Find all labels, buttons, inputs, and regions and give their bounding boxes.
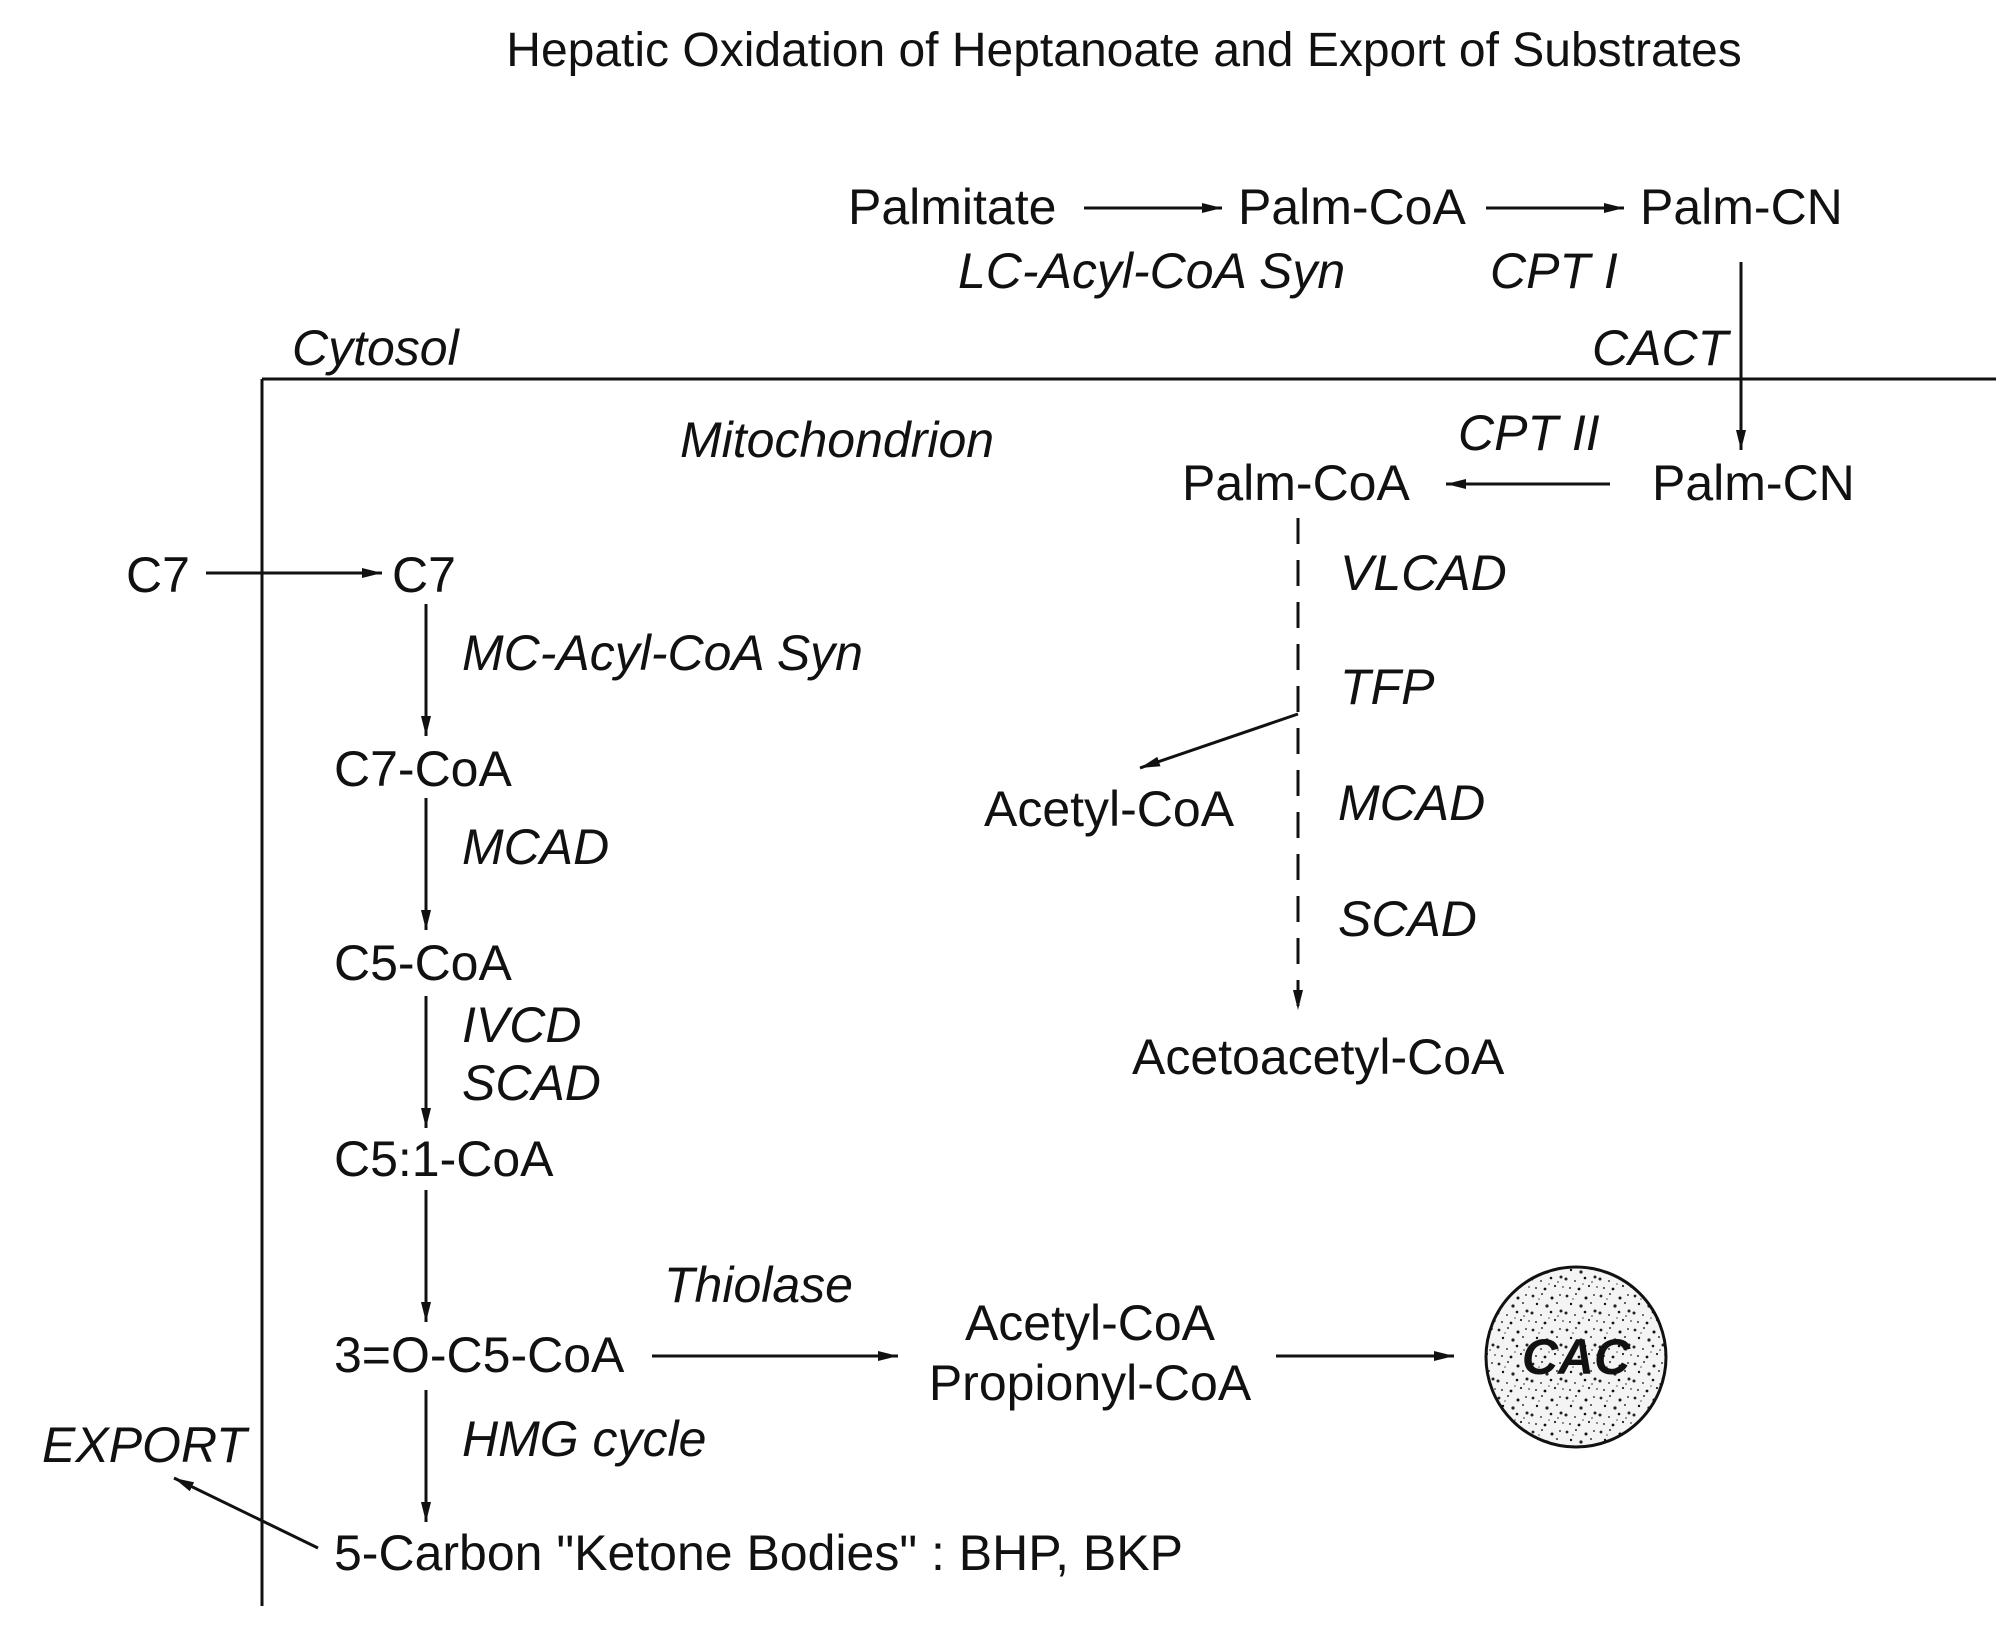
enzyme-tfp: TFP bbox=[1340, 659, 1435, 715]
node-acetyl-coa-beta: Acetyl-CoA bbox=[984, 781, 1235, 837]
enzyme-hmg-cycle: HMG cycle bbox=[462, 1411, 706, 1467]
node-palm-coa-inner: Palm-CoA bbox=[1182, 455, 1410, 511]
arrow-ketone-bodies-export bbox=[174, 1478, 318, 1548]
region-label-mitochondrion: Mitochondrion bbox=[680, 412, 994, 468]
node-palm-cn-inner: Palm-CN bbox=[1652, 455, 1855, 511]
enzyme-scad-c5: SCAD bbox=[462, 1055, 601, 1111]
enzyme-cact: CACT bbox=[1592, 320, 1732, 376]
label-export: EXPORT bbox=[42, 1417, 250, 1473]
node-c7-inside: C7 bbox=[392, 547, 456, 603]
node-acetoacetyl-coa: Acetoacetyl-CoA bbox=[1132, 1029, 1505, 1085]
node-palmitate: Palmitate bbox=[848, 179, 1056, 235]
enzyme-thiolase: Thiolase bbox=[664, 1257, 853, 1313]
enzyme-ivcd: IVCD bbox=[462, 997, 581, 1053]
node-palm-coa-outer: Palm-CoA bbox=[1238, 179, 1466, 235]
node-oxo-c5-coa: 3=O-C5-CoA bbox=[334, 1327, 625, 1383]
node-acetyl-coa-products: Acetyl-CoA bbox=[965, 1295, 1216, 1351]
enzyme-mc-acyl-coa-syn: MC-Acyl-CoA Syn bbox=[462, 625, 863, 681]
enzyme-vlcad: VLCAD bbox=[1340, 545, 1507, 601]
node-propionyl-coa-products: Propionyl-CoA bbox=[929, 1355, 1252, 1411]
node-c5-1-coa: C5:1-CoA bbox=[334, 1131, 554, 1187]
enzyme-mcad-beta: MCAD bbox=[1338, 775, 1485, 831]
node-c5-coa: C5-CoA bbox=[334, 935, 512, 991]
enzyme-cpt2: CPT II bbox=[1458, 405, 1600, 461]
arrow-tfp-to-acetyl-coa bbox=[1140, 714, 1298, 768]
enzyme-scad-beta: SCAD bbox=[1338, 891, 1477, 947]
enzyme-mcad-c7: MCAD bbox=[462, 819, 609, 875]
enzyme-cpt1: CPT I bbox=[1490, 243, 1618, 299]
node-c7-coa: C7-CoA bbox=[334, 741, 512, 797]
enzyme-lc-acyl-coa-syn: LC-Acyl-CoA Syn bbox=[958, 243, 1345, 299]
node-ketone-bodies: 5-Carbon "Ketone Bodies" : BHP, BKP bbox=[334, 1525, 1183, 1581]
node-c7-outside: C7 bbox=[126, 547, 190, 603]
node-cac: CAC bbox=[1522, 1329, 1631, 1385]
node-palm-cn-outer: Palm-CN bbox=[1640, 179, 1843, 235]
diagram-title: Hepatic Oxidation of Heptanoate and Expo… bbox=[506, 24, 1741, 77]
region-label-cytosol: Cytosol bbox=[292, 320, 461, 376]
